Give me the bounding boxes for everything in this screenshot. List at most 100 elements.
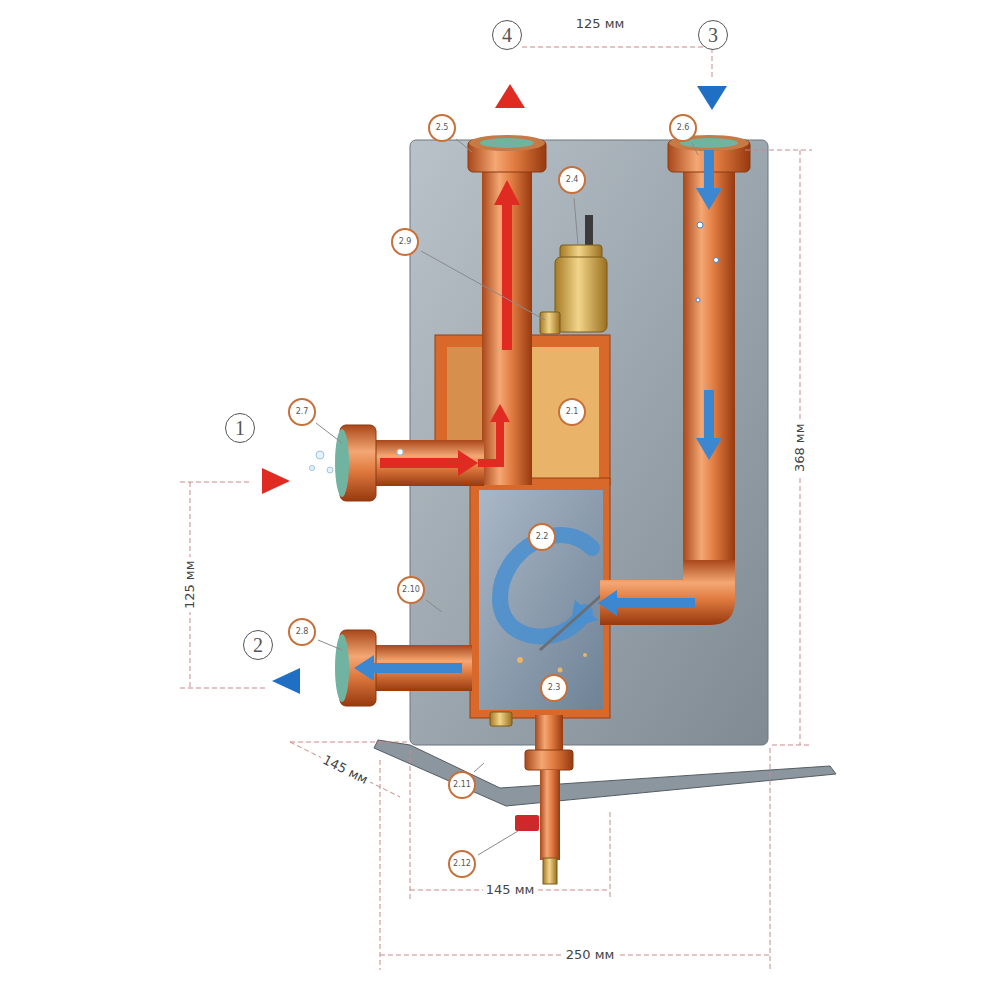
inlet-pipe [360, 440, 484, 486]
leader-line [692, 143, 698, 155]
extension-line [180, 482, 252, 483]
extension-line [772, 745, 812, 746]
extension-line [380, 760, 381, 970]
lower-housing [470, 478, 610, 718]
leader-line [474, 763, 484, 772]
fitting-seal [480, 138, 534, 148]
sediment-dot [558, 668, 563, 673]
port-number: 1 [225, 413, 255, 443]
bubble [310, 466, 315, 471]
bubble [397, 449, 403, 455]
flow-arrowhead-blue [354, 655, 374, 681]
flow-arrow-red [380, 458, 460, 468]
vent-screw [540, 312, 560, 334]
extension-line [410, 750, 411, 900]
bubble [697, 222, 703, 228]
leader-line [478, 831, 518, 855]
flow-arrow-red [478, 420, 500, 463]
bubble [714, 258, 719, 263]
port-number: 2 [243, 630, 273, 660]
leader-line [316, 423, 342, 443]
callout-number: 2.3 [540, 674, 568, 702]
flow-arrow-blue [372, 663, 462, 673]
dimension-label: 125 мм [573, 16, 628, 32]
port-arrow-blue [272, 668, 300, 694]
callout-number: 2.12 [448, 850, 476, 878]
drain-valve-body [540, 770, 560, 860]
dimension-line [522, 47, 712, 48]
flow-arrow-blue [615, 598, 695, 608]
leader-lines [316, 139, 698, 855]
extension-line [290, 742, 410, 743]
node-text: 3 [708, 25, 718, 45]
leader-line [318, 640, 342, 650]
bubble [327, 467, 333, 473]
dimension-lines [180, 40, 812, 970]
callout-number: 2.4 [558, 166, 586, 194]
callout-number: 2.11 [448, 771, 476, 799]
callout-number: 2.2 [528, 523, 556, 551]
node-text: 2.10 [402, 586, 420, 594]
port-number: 4 [492, 20, 522, 50]
outlet-pipe [360, 645, 472, 691]
dimension-label: 368 мм [792, 421, 808, 476]
sediment-dot [583, 653, 587, 657]
leader-line [426, 600, 442, 612]
port-arrow-red [495, 84, 525, 108]
supply-pipe [482, 160, 532, 485]
extension-line [745, 150, 812, 151]
flow-arrowhead-red [490, 404, 510, 422]
node-text: 2.5 [436, 124, 449, 132]
lower-chamber-interior [479, 490, 603, 710]
node-text: 1 [235, 418, 245, 438]
node-text: 2.2 [536, 533, 549, 541]
mounting-bracket [374, 740, 836, 806]
flow-arrowhead-blue [598, 590, 617, 616]
node-text: 2.12 [453, 860, 471, 868]
node-text: 2.6 [677, 124, 690, 132]
bubble [696, 298, 700, 302]
leader-line [421, 251, 545, 320]
extension-line [770, 748, 771, 970]
flow-arrow-red [502, 200, 512, 350]
port-arrow-blue [697, 86, 727, 110]
leader-line [456, 139, 472, 152]
return-elbow [600, 560, 735, 625]
callout-number: 2.1 [558, 398, 586, 426]
dimension-label: 145 мм [317, 751, 373, 789]
node-text: 2.8 [296, 628, 309, 636]
fitting-rim [469, 135, 545, 151]
swirl-arrowhead [570, 600, 598, 628]
node-text: 2.9 [399, 238, 412, 246]
leader-line [574, 198, 578, 245]
port-number: 3 [698, 20, 728, 50]
callout-number: 2.7 [288, 398, 316, 426]
callout-number: 2.8 [288, 618, 316, 646]
callout-number: 2.10 [397, 576, 425, 604]
dimension-label: 125 мм [182, 558, 198, 613]
dimension-label: 145 мм [483, 882, 538, 898]
flow-arrowhead-blue [696, 188, 722, 210]
port-arrow-red [262, 468, 290, 494]
flow-arrow-blue [704, 390, 714, 440]
flow-arrowhead-red [458, 450, 478, 476]
node-text: 2.7 [296, 408, 309, 416]
sediment-dot [517, 657, 523, 663]
bottom-plug [490, 712, 512, 726]
extension-line [610, 812, 611, 900]
baffle-plate [540, 592, 605, 650]
node-text: 2.1 [566, 408, 579, 416]
flow-arrowhead-blue [696, 438, 722, 460]
drain-nozzle [543, 858, 557, 884]
node-text: 4 [502, 25, 512, 45]
node-text: 2 [253, 635, 263, 655]
air-vent [555, 257, 607, 332]
return-pipe [683, 160, 735, 580]
bubble [316, 451, 324, 459]
drain-handle [515, 815, 539, 831]
callout-number: 2.5 [428, 114, 456, 142]
flow-arrow-blue [704, 150, 714, 190]
